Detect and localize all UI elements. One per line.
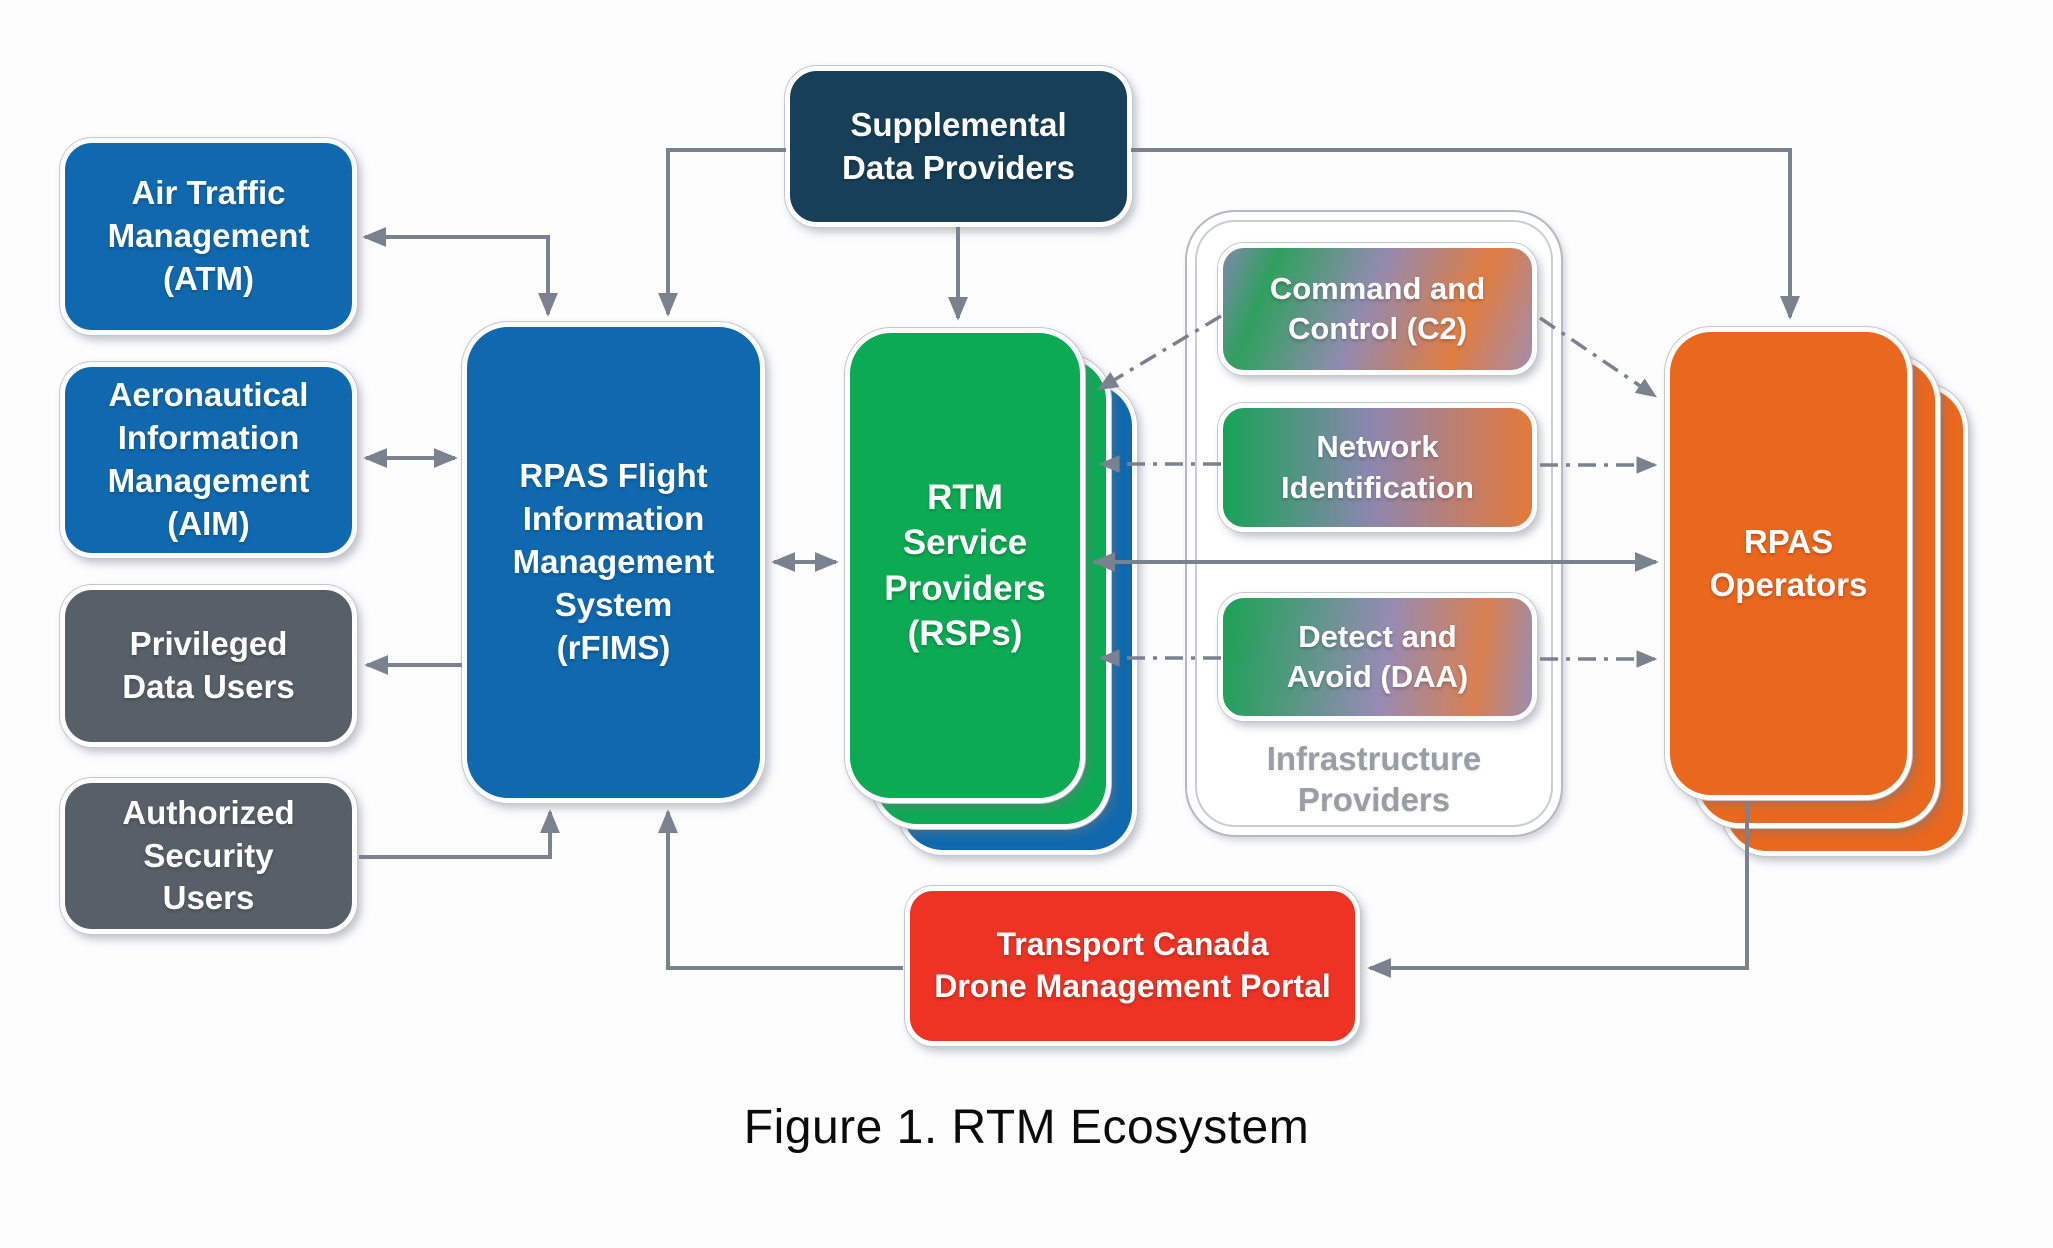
edge-supplemental-rfims — [658, 148, 786, 317]
edge-tcportal-rfims — [658, 809, 903, 970]
edge-authorized-rfims — [359, 809, 560, 859]
node-aeronautical-information-management: Aeronautical Information Management (AIM… — [60, 362, 357, 558]
edge-atm-rfims — [362, 227, 558, 317]
node-command-and-control: Command and Control (C2) — [1218, 243, 1537, 375]
node-air-traffic-management: Air Traffic Management (ATM) — [60, 138, 357, 335]
node-rtm-service-providers: RTM Service Providers (RSPs) — [845, 328, 1085, 803]
node-rfims: RPAS Flight Information Management Syste… — [462, 322, 765, 803]
node-authorized-security-users: Authorized Security Users — [60, 778, 357, 934]
figure-caption: Figure 1. RTM Ecosystem — [743, 1101, 1310, 1154]
node-network-identification: Network Identification — [1218, 403, 1537, 532]
node-supplemental-data-providers: Supplemental Data Providers — [785, 66, 1132, 227]
node-detect-and-avoid: Detect and Avoid (DAA) — [1218, 593, 1537, 721]
node-transport-canada-portal: Transport Canada Drone Management Portal — [905, 886, 1360, 1046]
node-privileged-data-users: Privileged Data Users — [60, 585, 357, 747]
node-rpas-operators: RPAS Operators — [1665, 327, 1912, 800]
infrastructure-providers-label: Infrastructure Providers — [1266, 740, 1482, 819]
